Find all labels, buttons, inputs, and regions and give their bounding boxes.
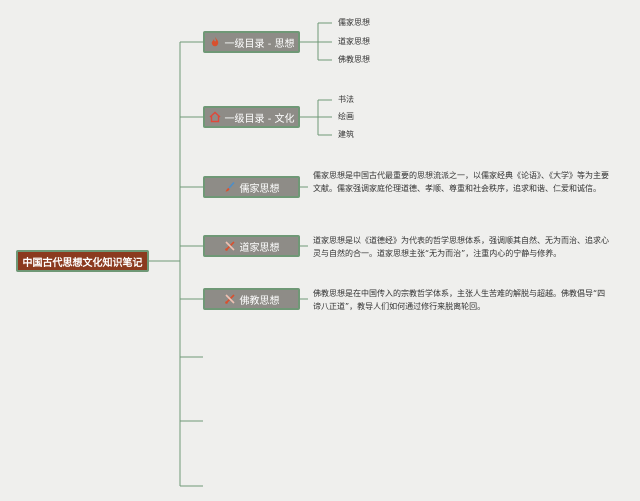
branch-thought[interactable]: 一级目录 - 思想 [203, 31, 300, 53]
leaf-confucian[interactable]: 儒家思想 [338, 18, 370, 27]
branch-confucian-label: 儒家思想 [239, 183, 280, 195]
branch-buddhist[interactable]: 佛教思想 [203, 288, 300, 310]
root-label: 中国古代思想文化知识笔记 [22, 257, 143, 269]
leaf-calligraphy[interactable]: 书法 [338, 95, 354, 104]
brush-icon [224, 181, 236, 193]
fire-icon [209, 36, 221, 48]
leaf-taoist[interactable]: 道家思想 [338, 37, 370, 46]
branch-taoist[interactable]: 道家思想 [203, 235, 300, 257]
branch-confucian[interactable]: 儒家思想 [203, 176, 300, 198]
thought-children-connector [300, 22, 332, 61]
house-icon [209, 111, 221, 123]
branch-thought-label: 一级目录 - 思想 [224, 38, 295, 50]
leaf-buddhist[interactable]: 佛教思想 [338, 55, 370, 64]
leaf-architecture[interactable]: 建筑 [338, 130, 354, 139]
tools-icon [224, 293, 236, 305]
branch-taoist-label: 道家思想 [239, 242, 280, 254]
leaf-painting[interactable]: 绘画 [338, 112, 354, 121]
note-buddhist: 佛教思想是在中国传入的宗教哲学体系，主张人生苦难的解脱与超越。佛教倡导“四谛八正… [313, 289, 606, 311]
branch-culture[interactable]: 一级目录 - 文化 [203, 106, 300, 128]
tools-icon [224, 240, 236, 252]
note-confucian: 儒家思想是中国古代最重要的思想流派之一，以儒家经典《论语》、《大学》等为主要文献… [313, 171, 609, 193]
culture-children-connector [300, 99, 332, 136]
branch-buddhist-label: 佛教思想 [239, 295, 280, 307]
note-taoist: 道家思想是以《道德经》为代表的哲学思想体系，强调顺其自然、无为而治、追求心灵与自… [313, 236, 609, 258]
branch-culture-label: 一级目录 - 文化 [224, 113, 295, 125]
root-node[interactable]: 中国古代思想文化知识笔记 [16, 250, 149, 272]
